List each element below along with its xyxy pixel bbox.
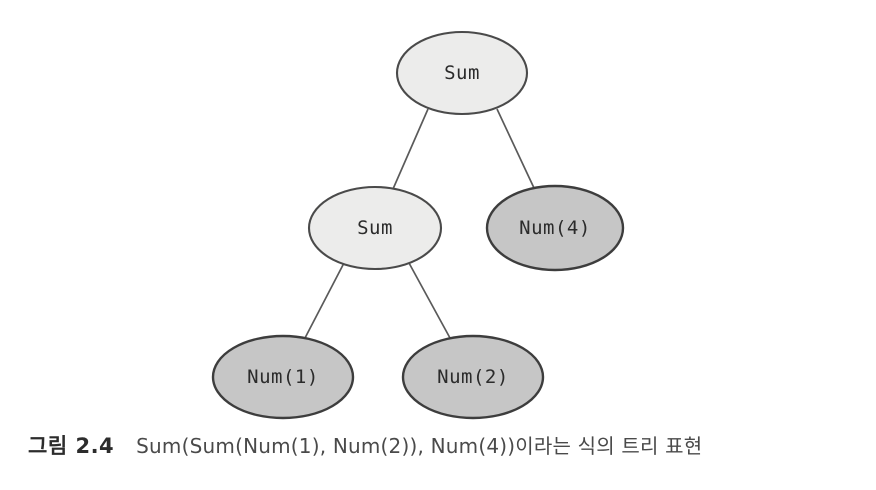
node-num4[interactable]: Num(4) [485,184,625,272]
figure-caption: 그림 2.4 Sum(Sum(Num(1), Num(2)), Num(4))이… [0,430,876,490]
node-ellipse [307,185,443,271]
edge-root-to-num4 [496,108,535,189]
expression-tree-diagram: Sum Sum Num(4) Num(1) Num(2) [211,30,625,420]
node-label: Num(2) [437,366,509,388]
node-left-sum[interactable]: Sum [307,185,443,271]
tree-edges [304,108,535,339]
caption-line: 그림 2.4 Sum(Sum(Num(1), Num(2)), Num(4))이… [28,430,702,460]
node-ellipse [395,30,529,116]
node-ellipse [485,184,625,272]
node-label: Num(4) [519,217,591,239]
node-label: Sum [357,217,393,239]
tree-nodes: Sum Sum Num(4) Num(1) Num(2) [211,30,625,420]
node-label: Sum [444,62,480,84]
caption-description: Sum(Sum(Num(1), Num(2)), Num(4))이라는 식의 트… [136,434,703,458]
node-ellipse [211,334,355,420]
edge-left-sum-to-num2 [408,262,451,339]
node-label: Num(1) [247,366,319,388]
edge-left-sum-to-num1 [304,262,345,339]
edge-root-to-left-sum [392,108,429,190]
node-num2[interactable]: Num(2) [401,334,545,420]
node-num1[interactable]: Num(1) [211,334,355,420]
node-root-sum[interactable]: Sum [395,30,529,116]
node-ellipse [401,334,545,420]
caption-figure-number: 그림 2.4 [28,434,115,458]
